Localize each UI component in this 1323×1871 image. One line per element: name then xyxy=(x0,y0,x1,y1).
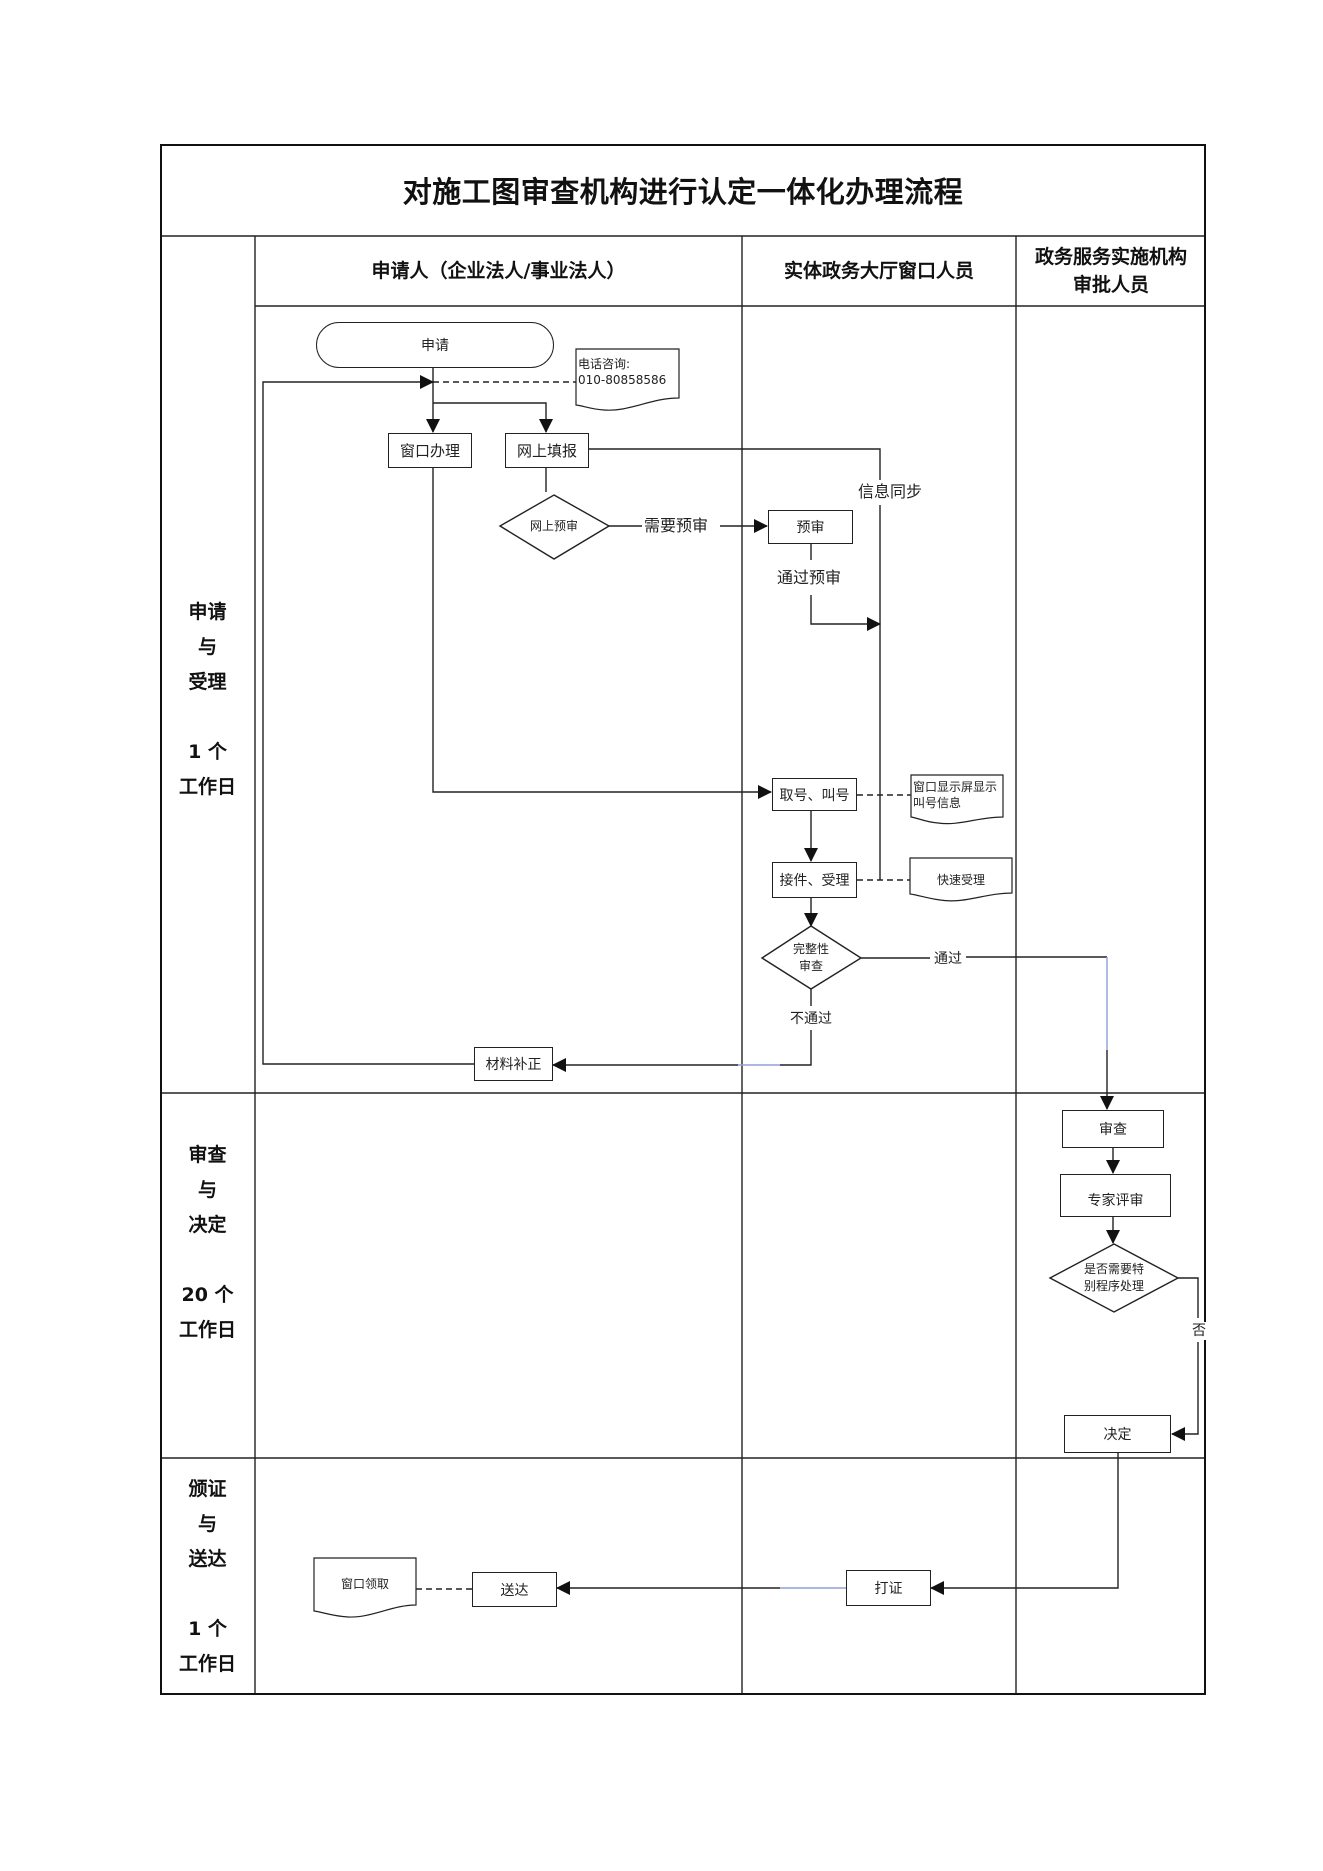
stage-certify-deliver: 颁证 与 送达 1 个 工作日 xyxy=(160,1458,255,1695)
stage-name: 颁证 xyxy=(188,1477,227,1500)
doc-window-pickup-shape xyxy=(313,1557,417,1618)
edge-decision-to-print xyxy=(930,1453,1119,1595)
stage-apply-accept: 申请 与 受理 1 个 工作日 xyxy=(160,306,255,1093)
stage-name: 与 xyxy=(197,1512,217,1535)
edge-supplement-loop xyxy=(262,375,474,1065)
node-expert-review[interactable]: 专家评审 xyxy=(1060,1174,1171,1217)
edge-no-a xyxy=(1178,1277,1199,1318)
doc-phone-number: 010-80858586 xyxy=(578,373,667,387)
node-review[interactable]: 审查 xyxy=(1062,1110,1164,1148)
edge-precheck-pass-b xyxy=(810,595,881,631)
edge-label-need-precheck: 需要预审 xyxy=(642,516,711,535)
node-online-fill[interactable]: 网上填报 xyxy=(505,433,589,468)
stage-name: 审查 xyxy=(188,1144,227,1166)
stage-review-decision: 审查 与 决定 20 个 工作日 xyxy=(160,1093,255,1458)
stage-days: 20 个 xyxy=(181,1284,234,1306)
stage-days: 工作日 xyxy=(178,775,236,798)
node-decision[interactable]: 决定 xyxy=(1064,1415,1171,1453)
doc-fast-accept: 快速受理 xyxy=(936,872,985,887)
edge-notpass-b xyxy=(780,1030,812,1066)
stage-days: 1 个 xyxy=(188,1617,227,1640)
edge-label-pass: 通过 xyxy=(932,950,964,968)
decision-online-precheck[interactable]: 网上预审 xyxy=(529,518,578,533)
doc-phone-shape xyxy=(575,348,680,411)
doc-phone-line1: 电话咨询: xyxy=(578,357,631,371)
decision-special-procedure[interactable]: 是否需要特 别程序处理 xyxy=(1062,1260,1166,1296)
outer-frame xyxy=(160,144,1206,1695)
stage-name: 送达 xyxy=(188,1547,227,1570)
decision-special-procedure-shape xyxy=(1048,1243,1180,1313)
swimlane-grid xyxy=(160,235,1206,1695)
stage-days: 1 个 xyxy=(188,740,227,763)
node-window-handle[interactable]: 窗口办理 xyxy=(388,433,472,468)
node-supplement[interactable]: 材料补正 xyxy=(474,1047,553,1081)
node-precheck[interactable]: 预审 xyxy=(768,510,853,544)
edge-window-to-number xyxy=(432,468,772,799)
doc-display-line1: 窗口显示屏显示 xyxy=(913,780,998,794)
decision-special-line1: 是否需要特 xyxy=(1083,1262,1144,1276)
decision-completeness-shape xyxy=(760,925,863,990)
page-title: 对施工图审查机构进行认定一体化办理流程 xyxy=(402,175,964,209)
lane-header-applicant: 申请人（企业法人/事业法人） xyxy=(371,260,626,282)
decision-special-line2: 别程序处理 xyxy=(1083,1279,1144,1293)
stage-name: 申请 xyxy=(188,600,227,623)
stage-days: 工作日 xyxy=(178,1652,236,1675)
edge-label-pass-precheck: 通过预审 xyxy=(775,568,844,587)
node-receive-accept[interactable]: 接件、受理 xyxy=(772,862,857,898)
lane-header-approval: 政务服务实施机构 审批人员 xyxy=(1016,236,1206,306)
doc-fast-accept-shape xyxy=(909,857,1013,902)
node-apply[interactable]: 申请 xyxy=(316,322,554,368)
decision-completeness-line1: 完整性 xyxy=(792,942,829,956)
stage-days: 工作日 xyxy=(178,1319,236,1341)
doc-display-screen: 窗口显示屏显示 叫号信息 xyxy=(913,779,1005,811)
doc-window-pickup: 窗口领取 xyxy=(340,1576,389,1591)
doc-display-shape xyxy=(910,774,1004,825)
doc-phone-consult: 电话咨询: 010-80858586 xyxy=(578,356,678,388)
stage-name: 决定 xyxy=(188,1214,227,1236)
edge-label-not-pass: 不通过 xyxy=(788,1010,834,1028)
stage-name: 受理 xyxy=(188,670,227,693)
decision-completeness[interactable]: 完整性 审查 xyxy=(770,940,852,976)
lane-header-hall-window: 实体政务大厅窗口人员 xyxy=(783,260,974,282)
edge-label-info-sync: 信息同步 xyxy=(856,482,925,501)
stage-name: 与 xyxy=(197,635,217,658)
node-print-cert[interactable]: 打证 xyxy=(846,1570,931,1606)
lane-header-approval-line1: 政务服务实施机构 xyxy=(1034,246,1187,268)
node-take-number[interactable]: 取号、叫号 xyxy=(772,778,857,811)
decision-online-precheck-shape xyxy=(498,494,611,560)
stage-name: 与 xyxy=(197,1179,217,1201)
edge-label-no: 否 xyxy=(1190,1322,1208,1340)
decision-completeness-line2: 审查 xyxy=(798,959,823,973)
lane-header-approval-line2: 审批人员 xyxy=(1072,274,1149,296)
doc-display-line2: 叫号信息 xyxy=(913,796,962,810)
edge-info-sync-top xyxy=(589,448,881,480)
node-deliver[interactable]: 送达 xyxy=(472,1572,557,1607)
edge-apply-to-online xyxy=(433,402,553,433)
edge-no-to-decision xyxy=(1171,1342,1199,1441)
